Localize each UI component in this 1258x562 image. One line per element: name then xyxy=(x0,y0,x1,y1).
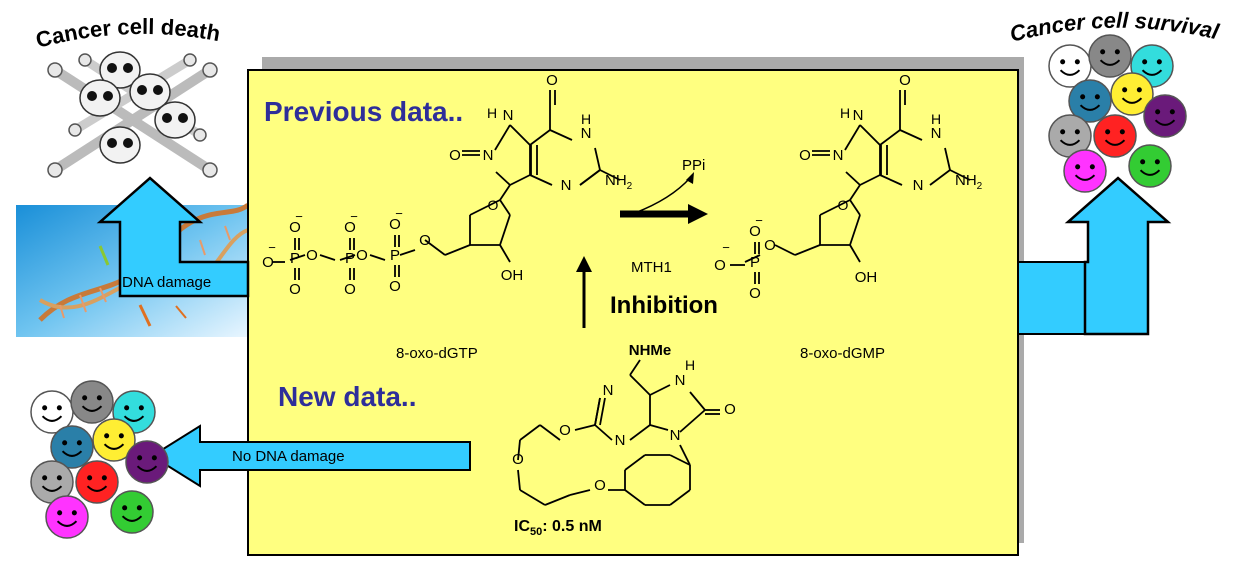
smiley-face-icon xyxy=(1143,94,1187,138)
inhibitor-substituent-label: NHMe xyxy=(629,342,672,359)
smiley-face-icon xyxy=(70,380,114,424)
atom-label: O xyxy=(356,247,368,264)
atom-label: N xyxy=(913,177,924,194)
smiley-face-icon xyxy=(125,440,169,484)
atom-label: N xyxy=(603,382,614,399)
atom-label: N xyxy=(670,427,681,444)
atom-label: O xyxy=(724,401,736,418)
atom-label: NH2 xyxy=(605,172,633,192)
atom-label: O xyxy=(306,247,318,264)
substrate-name: 8-oxo-dGTP xyxy=(396,345,478,362)
mth1-label: MTH1 xyxy=(631,259,672,276)
smiley-cluster-bottom-left xyxy=(30,380,169,539)
atom-label: N xyxy=(581,125,592,142)
atom-label: O xyxy=(344,219,356,236)
atom-label: O xyxy=(419,232,431,249)
atom-label: OH xyxy=(501,267,524,284)
atom-label: P xyxy=(390,247,400,264)
structure-bonds xyxy=(272,90,971,506)
dna-damage-label: DNA damage xyxy=(122,274,211,291)
atom-label: H xyxy=(685,357,695,373)
atom-label: O xyxy=(546,72,558,89)
atom-label: O xyxy=(289,219,301,236)
inhibition-arrow xyxy=(576,256,592,328)
atom-label: N xyxy=(931,125,942,142)
atom-label: − xyxy=(295,209,303,224)
atom-label: OH xyxy=(855,269,878,286)
atom-label: O xyxy=(488,197,499,213)
atom-label: − xyxy=(755,213,763,228)
smiley-face-icon xyxy=(110,490,154,534)
smiley-face-icon xyxy=(1093,114,1137,158)
smiley-face-icon xyxy=(1068,79,1112,123)
ppi-label: PPi xyxy=(682,157,705,174)
atom-label: O xyxy=(512,451,524,468)
inhibition-label: Inhibition xyxy=(610,292,718,319)
smiley-face-icon xyxy=(1063,149,1107,193)
atom-label: O xyxy=(749,223,761,240)
smiley-face-icon xyxy=(75,460,119,504)
cancer-cell-death-label: Cancer cell death xyxy=(33,14,222,53)
smiley-face-icon xyxy=(92,418,136,462)
dna-damage-arrow xyxy=(96,176,250,298)
no-dna-damage-arrow xyxy=(150,424,471,488)
product-name: 8-oxo-dGMP xyxy=(800,345,885,362)
atom-label: O xyxy=(838,197,849,213)
atom-label: H xyxy=(487,105,497,121)
survival-arrow xyxy=(1064,176,1172,336)
atom-label: O xyxy=(449,147,461,164)
smiley-face-icon xyxy=(1088,34,1132,78)
smiley-face-icon xyxy=(1110,72,1154,116)
atom-label: N xyxy=(503,107,514,124)
atom-label: NH2 xyxy=(955,172,983,192)
atom-label: O xyxy=(899,72,911,89)
atom-label: O xyxy=(749,285,761,302)
smiley-face-icon xyxy=(50,425,94,469)
panel xyxy=(247,69,1019,556)
atom-label: N xyxy=(675,372,686,389)
atom-label: P xyxy=(290,250,300,267)
atom-label: H xyxy=(840,105,850,121)
skull-pile-icon xyxy=(47,51,218,178)
atom-label: O xyxy=(262,254,274,271)
no-dna-damage-label: No DNA damage xyxy=(232,448,345,465)
atom-label: O xyxy=(764,237,776,254)
atom-label: N xyxy=(853,107,864,124)
atom-label: O xyxy=(289,281,301,298)
atom-label: O xyxy=(344,281,356,298)
atom-label: N xyxy=(615,432,626,449)
atom-label: − xyxy=(350,209,358,224)
atom-label: O xyxy=(389,278,401,295)
atom-label: P xyxy=(345,250,355,267)
atom-label: O xyxy=(389,216,401,233)
atom-label: − xyxy=(722,240,730,255)
atom-label: − xyxy=(395,206,403,221)
atom-label: H xyxy=(581,111,591,127)
reaction-arrow xyxy=(620,172,708,224)
atom-label: O xyxy=(799,147,811,164)
atom-label: H xyxy=(931,111,941,127)
atom-label: O xyxy=(559,422,571,439)
atom-label: N xyxy=(833,147,844,164)
atom-label: O xyxy=(714,257,726,274)
atom-label: − xyxy=(268,240,276,255)
new-data-heading: New data.. xyxy=(278,381,416,412)
atom-label: P xyxy=(750,254,760,271)
smiley-face-icon xyxy=(45,495,89,539)
atom-label: N xyxy=(561,177,572,194)
smiley-face-icon xyxy=(1128,144,1172,188)
atom-label: O xyxy=(594,477,606,494)
atom-label: N xyxy=(483,147,494,164)
ic50-label: IC50: 0.5 nM xyxy=(514,518,602,538)
previous-data-heading: Previous data.. xyxy=(264,96,463,127)
smiley-cluster-top-right xyxy=(1048,34,1187,193)
